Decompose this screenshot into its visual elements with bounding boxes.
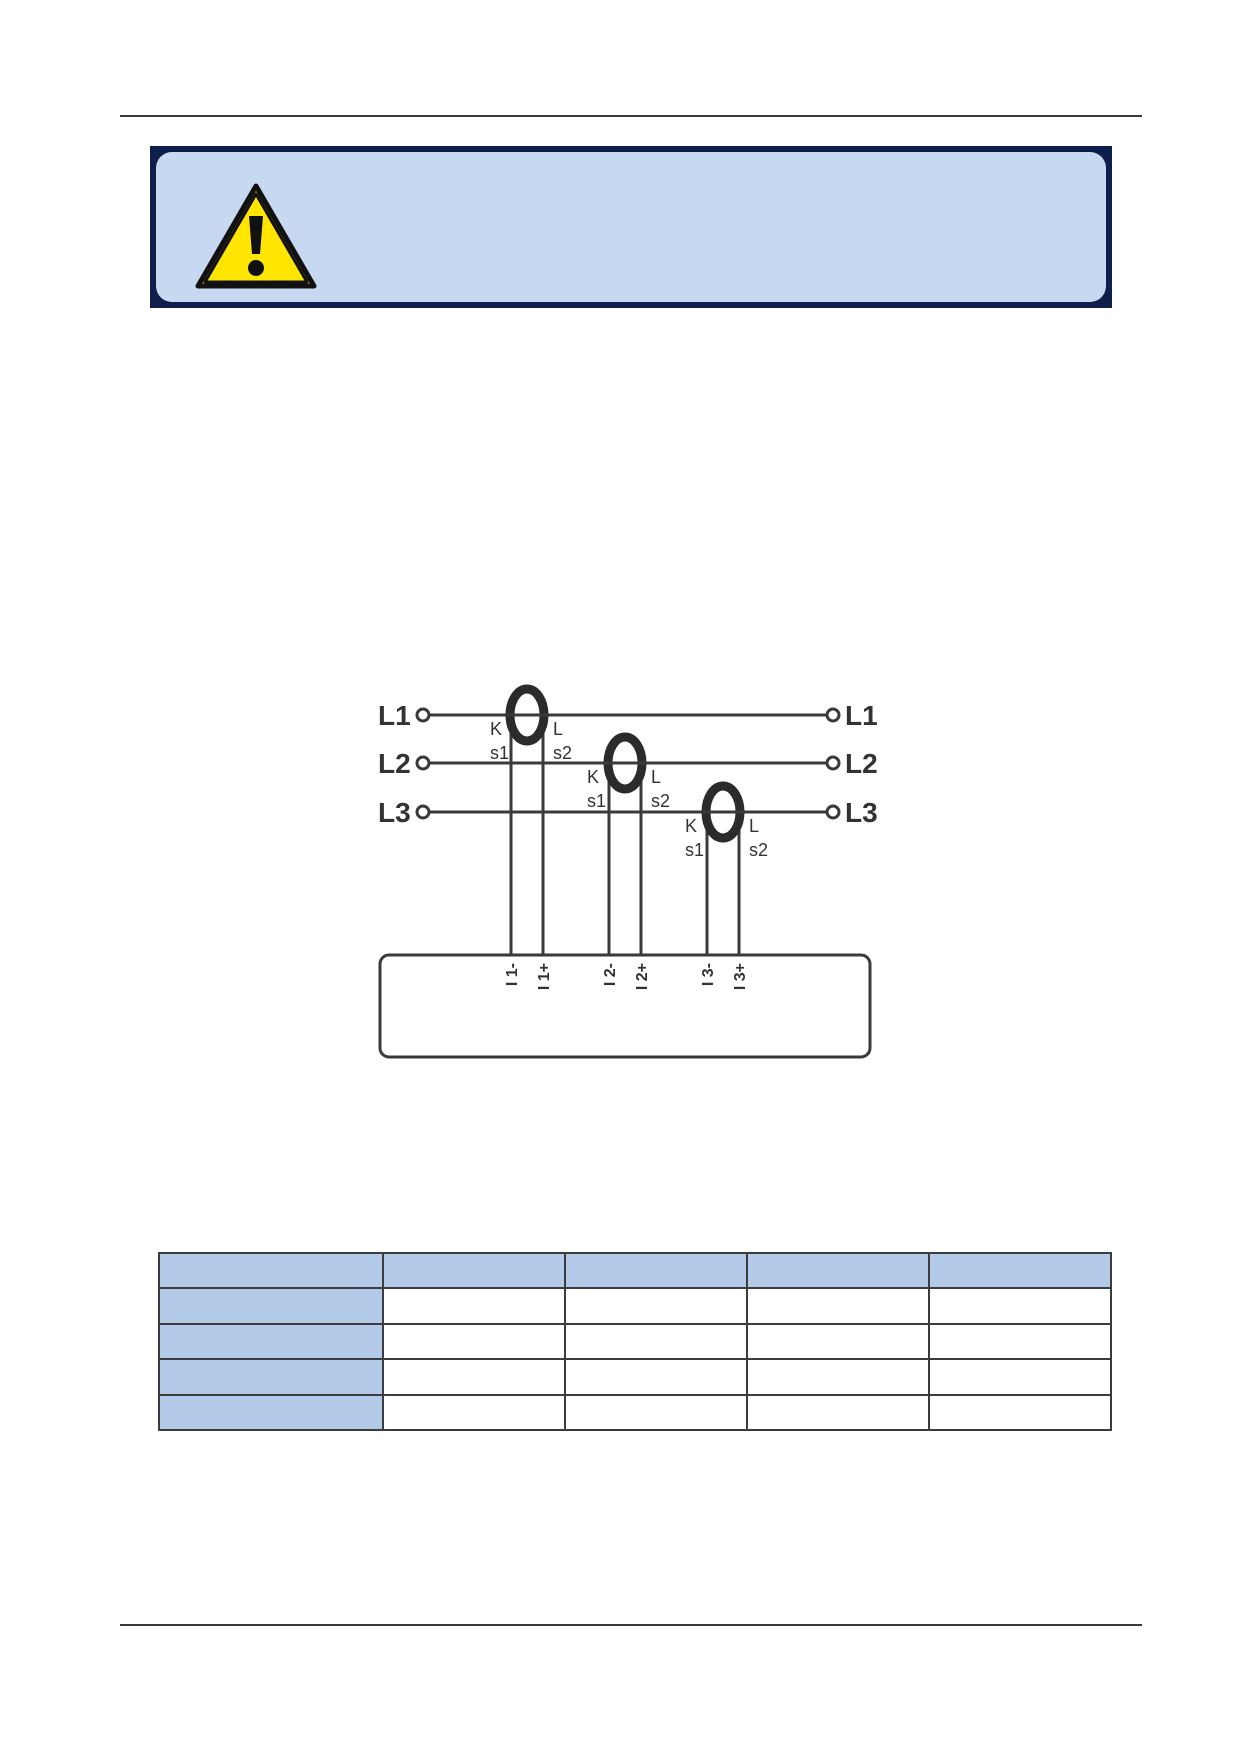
ct1-s2-label: s2 xyxy=(553,743,572,763)
table-row xyxy=(158,1322,1112,1361)
ct1-l-label: L xyxy=(553,719,563,739)
ct1-s1-label: s1 xyxy=(490,743,509,763)
table-cell xyxy=(382,1358,566,1396)
left-label-l3: L3 xyxy=(378,797,411,828)
ct2-l-label: L xyxy=(651,767,661,787)
right-label-l2: L2 xyxy=(845,748,878,779)
table-cell xyxy=(746,1322,930,1361)
table-cell xyxy=(928,1287,1112,1325)
l3-right-terminal-icon xyxy=(825,804,841,820)
terminal-i3-plus: I 3+ xyxy=(732,963,749,990)
left-label-l1: L1 xyxy=(378,700,411,731)
l2-right-terminal-icon xyxy=(825,755,841,771)
ct3-s1-label: s1 xyxy=(685,840,704,860)
header-rule xyxy=(120,115,1142,117)
table-cell xyxy=(564,1322,748,1361)
terminal-i1-plus: I 1+ xyxy=(536,963,553,990)
left-label-l2: L2 xyxy=(378,748,411,779)
table-header-cell xyxy=(928,1251,1112,1290)
ct2-s2-label: s2 xyxy=(651,791,670,811)
table-row xyxy=(158,1358,1112,1396)
terminal-i1-minus: I 1- xyxy=(504,963,521,986)
l2-left-terminal-icon xyxy=(415,755,431,771)
table-cell xyxy=(382,1322,566,1361)
terminal-i3-minus: I 3- xyxy=(700,963,717,986)
table-cell xyxy=(928,1393,1112,1432)
warning-box xyxy=(150,146,1112,308)
warning-panel xyxy=(156,152,1106,302)
l3-left-terminal-icon xyxy=(415,804,431,820)
table-cell xyxy=(746,1287,930,1325)
meter-body xyxy=(378,953,872,1059)
table-cell xyxy=(382,1287,566,1325)
row-header-cell xyxy=(158,1393,384,1432)
ct3-l-label: L xyxy=(749,816,759,836)
row-header-cell xyxy=(158,1358,384,1396)
warning-triangle-icon xyxy=(195,183,317,289)
table-cell xyxy=(564,1287,748,1325)
row-header-cell xyxy=(158,1322,384,1361)
ct1-k-label: K xyxy=(490,719,502,739)
footer-rule xyxy=(120,1624,1142,1626)
table-header-cell xyxy=(158,1251,384,1290)
table-header-cell xyxy=(746,1251,930,1290)
table-cell xyxy=(564,1358,748,1396)
table-header-row xyxy=(158,1251,1112,1290)
terminal-i2-minus: I 2- xyxy=(602,963,619,986)
terminal-i2-plus: I 2+ xyxy=(634,963,651,990)
table-cell xyxy=(382,1393,566,1432)
ct3-k-label: K xyxy=(685,816,697,836)
l1-right-terminal-icon xyxy=(825,707,841,723)
right-label-l3: L3 xyxy=(845,797,878,828)
table-row xyxy=(158,1393,1112,1432)
table-cell xyxy=(928,1358,1112,1396)
table-row xyxy=(158,1287,1112,1325)
ct2-s1-label: s1 xyxy=(587,791,606,811)
data-table xyxy=(158,1251,1112,1432)
l1-left-terminal-icon xyxy=(415,707,431,723)
table-header-cell xyxy=(564,1251,748,1290)
row-header-cell xyxy=(158,1287,384,1325)
ct-wiring-diagram: L1 L2 L3 L1 L2 L3 K s1 L s2 K s1 L s2 K … xyxy=(378,684,878,1059)
ct3-s2-label: s2 xyxy=(749,840,768,860)
table-cell xyxy=(746,1358,930,1396)
ct2-k-label: K xyxy=(587,767,599,787)
right-label-l1: L1 xyxy=(845,700,878,731)
table-cell xyxy=(746,1393,930,1432)
table-cell xyxy=(564,1393,748,1432)
table-cell xyxy=(928,1322,1112,1361)
table-header-cell xyxy=(382,1251,566,1290)
